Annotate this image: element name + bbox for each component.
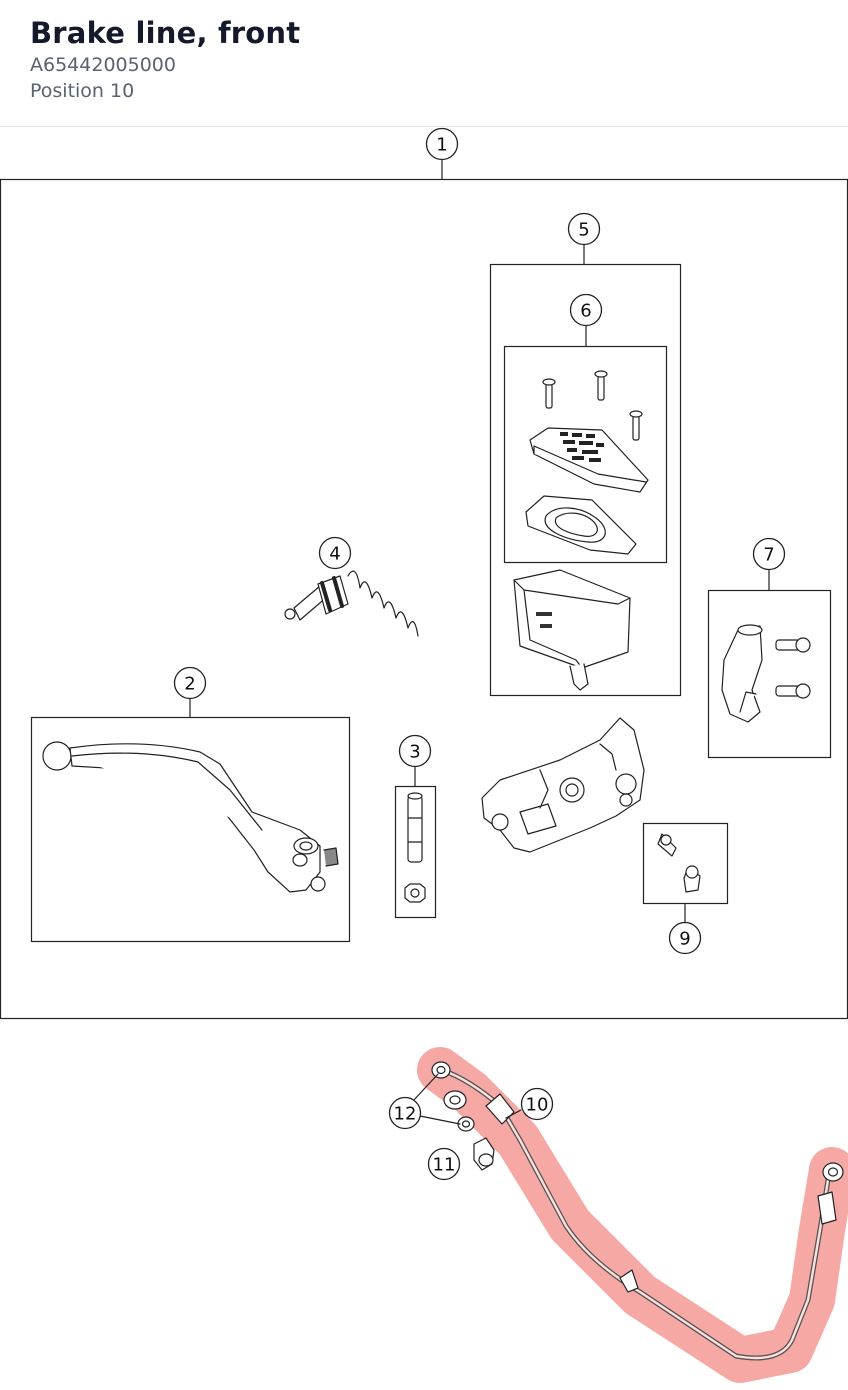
bleed-screw-and-cap: [657, 833, 701, 893]
callout-6[interactable]: 6: [569, 293, 603, 327]
callout-10[interactable]: 10: [520, 1087, 554, 1121]
page-title: Brake line, front: [30, 16, 301, 50]
callout-9[interactable]: 9: [668, 921, 702, 955]
group-box-6: [503, 326, 668, 564]
svg-text:10: 10: [526, 1095, 549, 1116]
part-number: A65442005000: [30, 54, 176, 76]
group-box-9: [642, 822, 729, 923]
callout-7[interactable]: 7: [752, 537, 786, 571]
svg-text:7: 7: [763, 545, 774, 566]
callout-2[interactable]: 2: [173, 666, 207, 700]
svg-text:1: 1: [436, 135, 447, 156]
callout-4[interactable]: 4: [318, 536, 352, 570]
reservoir-body: [513, 569, 631, 691]
master-cylinder: [481, 717, 645, 853]
callout-12[interactable]: 12: [388, 1096, 422, 1130]
callout-3[interactable]: 3: [398, 734, 432, 768]
callout-5[interactable]: 5: [567, 212, 601, 246]
header-divider: [0, 126, 848, 127]
callout-1[interactable]: 1: [425, 127, 459, 161]
cover-screws: [542, 370, 643, 441]
group-box-3: [394, 767, 437, 919]
svg-text:6: 6: [580, 301, 591, 322]
group-box-2: [30, 698, 351, 943]
brake-lever: [42, 741, 339, 893]
sealing-ring: [457, 1116, 475, 1132]
svg-text:4: 4: [329, 544, 340, 565]
position-label: Position 10: [30, 80, 135, 102]
reservoir-cover: [529, 427, 649, 493]
group-box-7: [707, 569, 832, 759]
svg-text:9: 9: [679, 929, 690, 950]
banjo-bolt: [473, 1137, 495, 1171]
leader-lines: [412, 1073, 522, 1125]
membrane-gasket: [525, 495, 637, 555]
svg-text:11: 11: [433, 1155, 456, 1176]
svg-text:3: 3: [409, 742, 420, 763]
svg-text:2: 2: [184, 674, 195, 695]
svg-text:12: 12: [394, 1104, 417, 1125]
lever-pin-and-nut: [404, 792, 426, 903]
brake-line: [431, 1061, 844, 1361]
handlebar-clamp: [721, 624, 811, 723]
svg-text:5: 5: [578, 220, 589, 241]
piston-kit: [284, 570, 419, 637]
callout-11[interactable]: 11: [427, 1147, 461, 1181]
group-box-5: [489, 244, 682, 697]
page-header: Brake line, front A65442005000 Position …: [30, 14, 300, 104]
